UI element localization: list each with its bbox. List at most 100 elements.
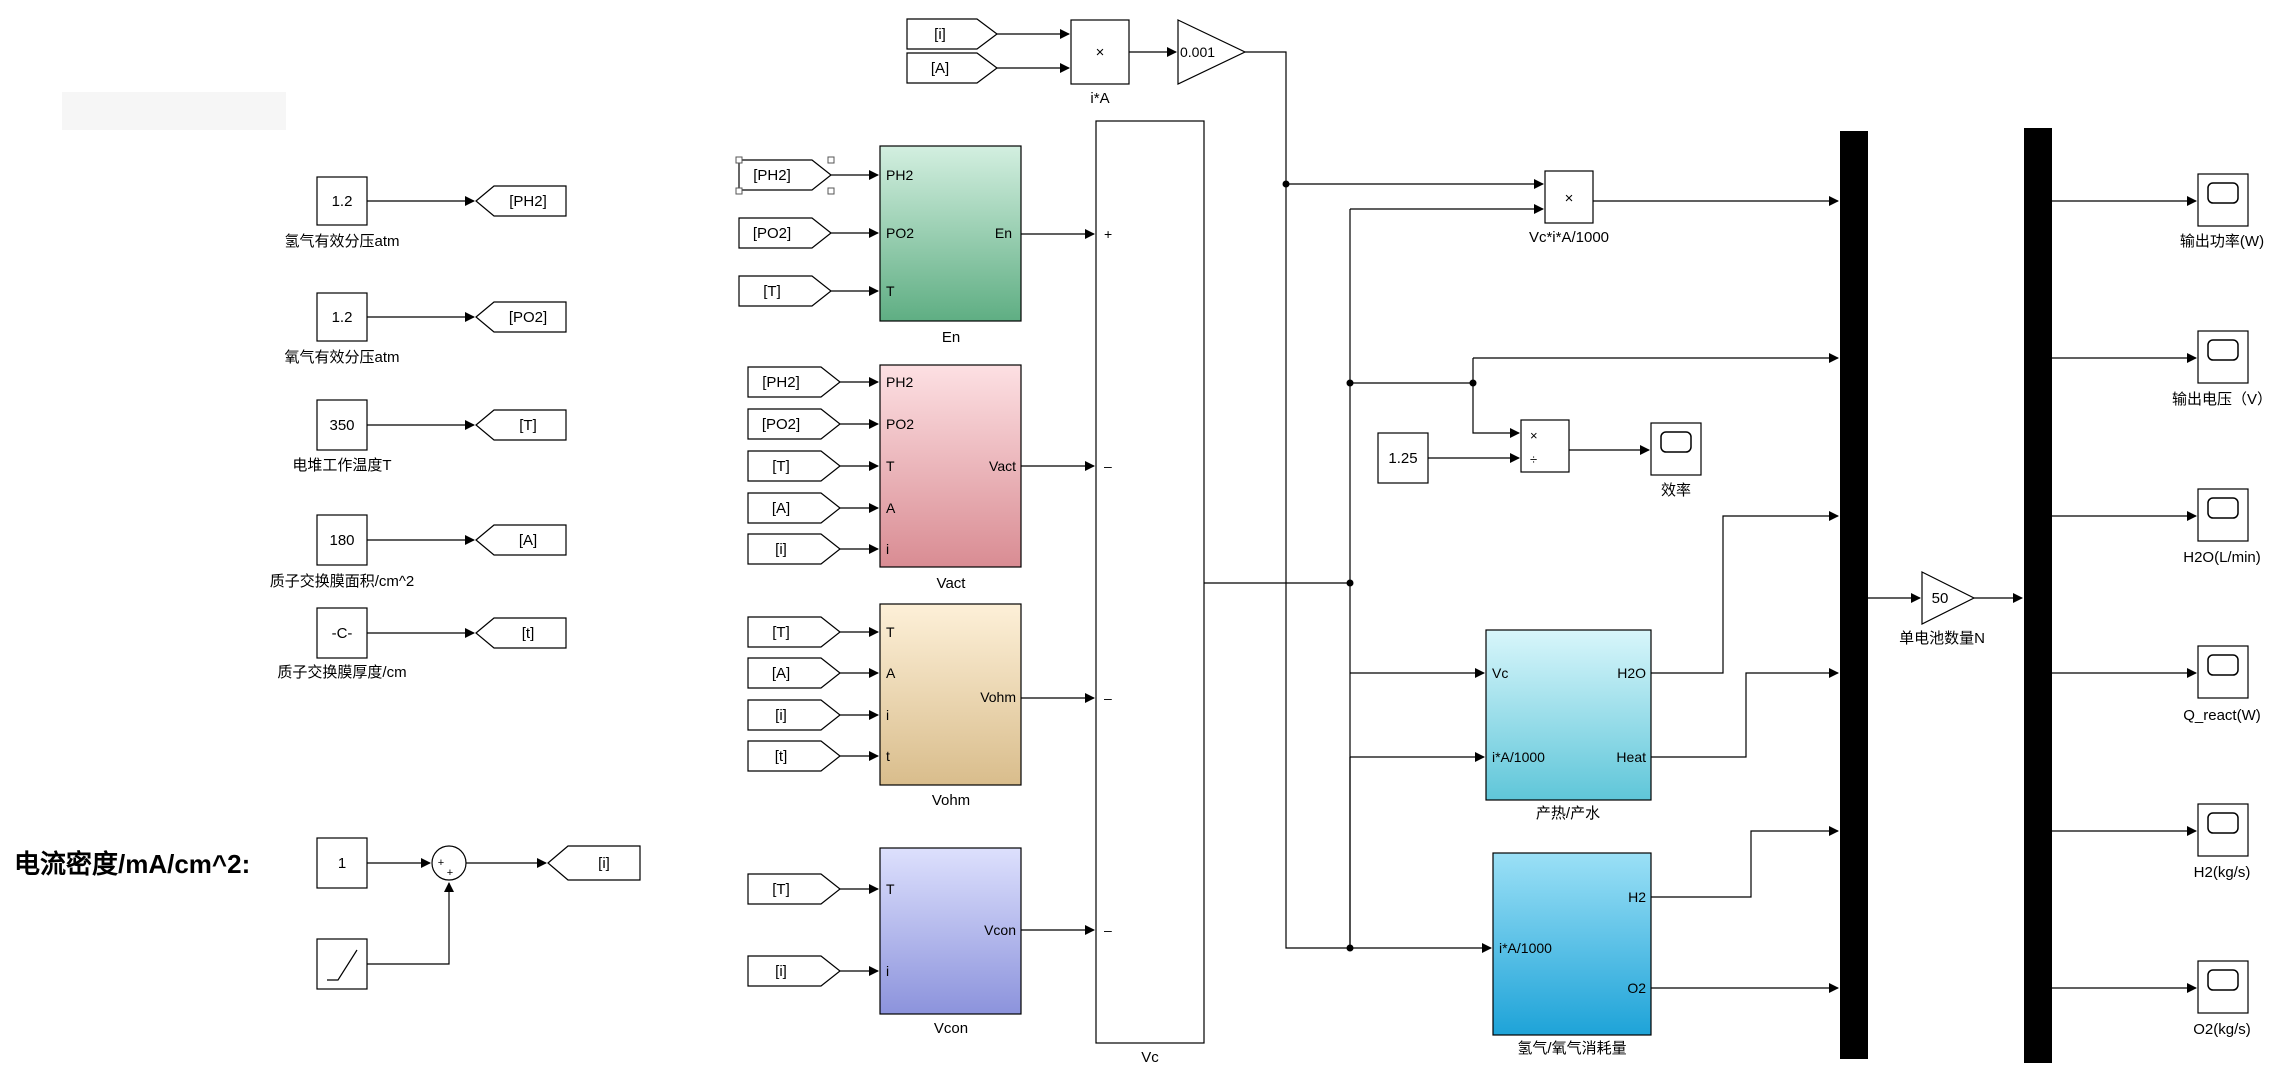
constant-one[interactable]: 1	[316, 837, 368, 889]
svg-text:[PO2]: [PO2]	[753, 225, 791, 242]
goto-a[interactable]: [A]	[475, 524, 567, 556]
svg-text:÷: ÷	[1530, 452, 1537, 467]
demux-bar[interactable]	[2024, 128, 2052, 1063]
svg-text:[A]: [A]	[772, 500, 790, 517]
svg-text:[t]: [t]	[522, 625, 535, 642]
svg-text:[t]: [t]	[775, 748, 788, 765]
label-o2-pressure: 氧气有效分压atm	[284, 349, 399, 366]
scope-q-react[interactable]	[2197, 645, 2249, 699]
svg-text:[T]: [T]	[772, 624, 790, 641]
label-heat-water: 产热/产水	[1536, 805, 1600, 822]
svg-text:i: i	[886, 707, 889, 723]
gain-0001[interactable]: 0.001	[1177, 19, 1247, 85]
label-vcon: Vcon	[934, 1020, 968, 1037]
svg-text:–: –	[1104, 690, 1112, 706]
scope-h2[interactable]	[2197, 803, 2249, 857]
svg-text:1.2: 1.2	[332, 193, 353, 210]
goto-i[interactable]: [i]	[547, 845, 641, 881]
svg-text:[A]: [A]	[519, 532, 537, 549]
svg-text:1: 1	[338, 855, 346, 872]
svg-text:[A]: [A]	[772, 665, 790, 682]
svg-text:Vc: Vc	[1492, 665, 1508, 681]
constant-thickness[interactable]: -C-	[316, 607, 368, 659]
goto-t-thickness[interactable]: [t]	[475, 617, 567, 649]
constant-ph2[interactable]: 1.2	[316, 176, 368, 226]
svg-text:T: T	[886, 283, 895, 299]
scope-h2o[interactable]	[2197, 488, 2249, 542]
constant-area[interactable]: 180	[316, 514, 368, 566]
gain-n[interactable]: 50	[1921, 571, 1976, 625]
subsystem-gas-consumption[interactable]: i*A/1000 H2 O2	[1492, 852, 1652, 1036]
label-cell-count: 单电池数量N	[1899, 630, 1985, 647]
goto-t[interactable]: [T]	[475, 409, 567, 441]
from-t-en[interactable]: [T]	[738, 275, 832, 307]
label-scope-h2: H2(kg/s)	[2194, 864, 2251, 881]
svg-text:Vact: Vact	[989, 458, 1016, 474]
svg-text:[PO2]: [PO2]	[509, 309, 547, 326]
constant-po2[interactable]: 1.2	[316, 292, 368, 342]
from-t-vact[interactable]: [T]	[747, 450, 841, 482]
from-ph2-en[interactable]: [PH2]	[735, 156, 835, 195]
subsystem-vohm[interactable]: T A i t Vohm	[879, 603, 1022, 786]
svg-text:×: ×	[1530, 428, 1538, 443]
from-t-vohm[interactable]: [T]	[747, 616, 841, 648]
label-stack-temperature: 电堆工作温度T	[292, 457, 391, 474]
subsystem-heat-water[interactable]: Vc i*A/1000 H2O Heat	[1485, 629, 1652, 801]
product-i-a[interactable]: ×	[1070, 19, 1130, 85]
subsystem-vact[interactable]: PH2 PO2 T A i Vact	[879, 364, 1022, 568]
goto-ph2[interactable]: [PH2]	[475, 185, 567, 217]
constant-1-25[interactable]: 1.25	[1377, 432, 1429, 484]
svg-text:[T]: [T]	[772, 458, 790, 475]
goto-po2[interactable]: [PO2]	[475, 301, 567, 333]
svg-text:Heat: Heat	[1616, 749, 1646, 765]
from-t-vcon[interactable]: [T]	[747, 873, 841, 905]
from-a-vohm[interactable]: [A]	[747, 657, 841, 689]
scope-power[interactable]	[2197, 173, 2249, 227]
mux-bar[interactable]	[1840, 131, 1868, 1059]
svg-text:[T]: [T]	[763, 283, 781, 300]
power-product-block[interactable]: ×	[1544, 170, 1594, 224]
svg-text:PO2: PO2	[886, 416, 914, 432]
from-i-top[interactable]: [i]	[906, 18, 998, 50]
scope-efficiency[interactable]	[1650, 422, 1702, 476]
from-i-vact[interactable]: [i]	[747, 533, 841, 565]
vc-sum-block[interactable]: + – – –	[1095, 120, 1205, 1044]
svg-text:[PH2]: [PH2]	[509, 193, 547, 210]
svg-text:T: T	[886, 881, 895, 897]
svg-text:En: En	[995, 225, 1012, 241]
current-density-title: 电流密度/mA/cm^2:	[14, 849, 250, 879]
divide-block[interactable]: × ÷	[1520, 419, 1570, 473]
from-po2-en[interactable]: [PO2]	[738, 217, 832, 249]
svg-text:[i]: [i]	[775, 541, 787, 558]
label-membrane-area: 质子交换膜面积/cm^2	[270, 572, 415, 590]
svg-text:+: +	[447, 867, 453, 879]
ramp-block[interactable]	[316, 938, 368, 990]
subsystem-en[interactable]: PH2 PO2 T En	[879, 145, 1022, 322]
faint-annotation-area	[62, 92, 286, 130]
scope-voltage[interactable]	[2197, 330, 2249, 384]
from-ph2-vact[interactable]: [PH2]	[747, 366, 841, 398]
label-vohm: Vohm	[932, 792, 970, 809]
scope-o2[interactable]	[2197, 960, 2249, 1014]
from-po2-vact[interactable]: [PO2]	[747, 408, 841, 440]
from-a-top[interactable]: [A]	[906, 52, 998, 84]
from-a-vact[interactable]: [A]	[747, 492, 841, 524]
subsystem-vcon[interactable]: T i Vcon	[879, 847, 1022, 1015]
label-scope-voltage: 输出电压（V）	[2172, 391, 2272, 408]
from-t-thickness-vohm[interactable]: [t]	[747, 740, 841, 772]
label-en: En	[942, 329, 960, 346]
label-membrane-thickness: 质子交换膜厚度/cm	[277, 663, 406, 681]
from-i-vohm[interactable]: [i]	[747, 699, 841, 731]
sum-block[interactable]: + +	[431, 845, 467, 881]
svg-text:–: –	[1104, 922, 1112, 938]
svg-text:[PH2]: [PH2]	[753, 167, 791, 184]
svg-text:[T]: [T]	[772, 881, 790, 898]
constant-temperature[interactable]: 350	[316, 399, 368, 451]
from-i-vcon[interactable]: [i]	[747, 955, 841, 987]
svg-text:PH2: PH2	[886, 374, 913, 390]
svg-text:50: 50	[1932, 590, 1949, 607]
svg-text:T: T	[886, 458, 895, 474]
label-scope-q-react: Q_react(W)	[2183, 707, 2261, 724]
